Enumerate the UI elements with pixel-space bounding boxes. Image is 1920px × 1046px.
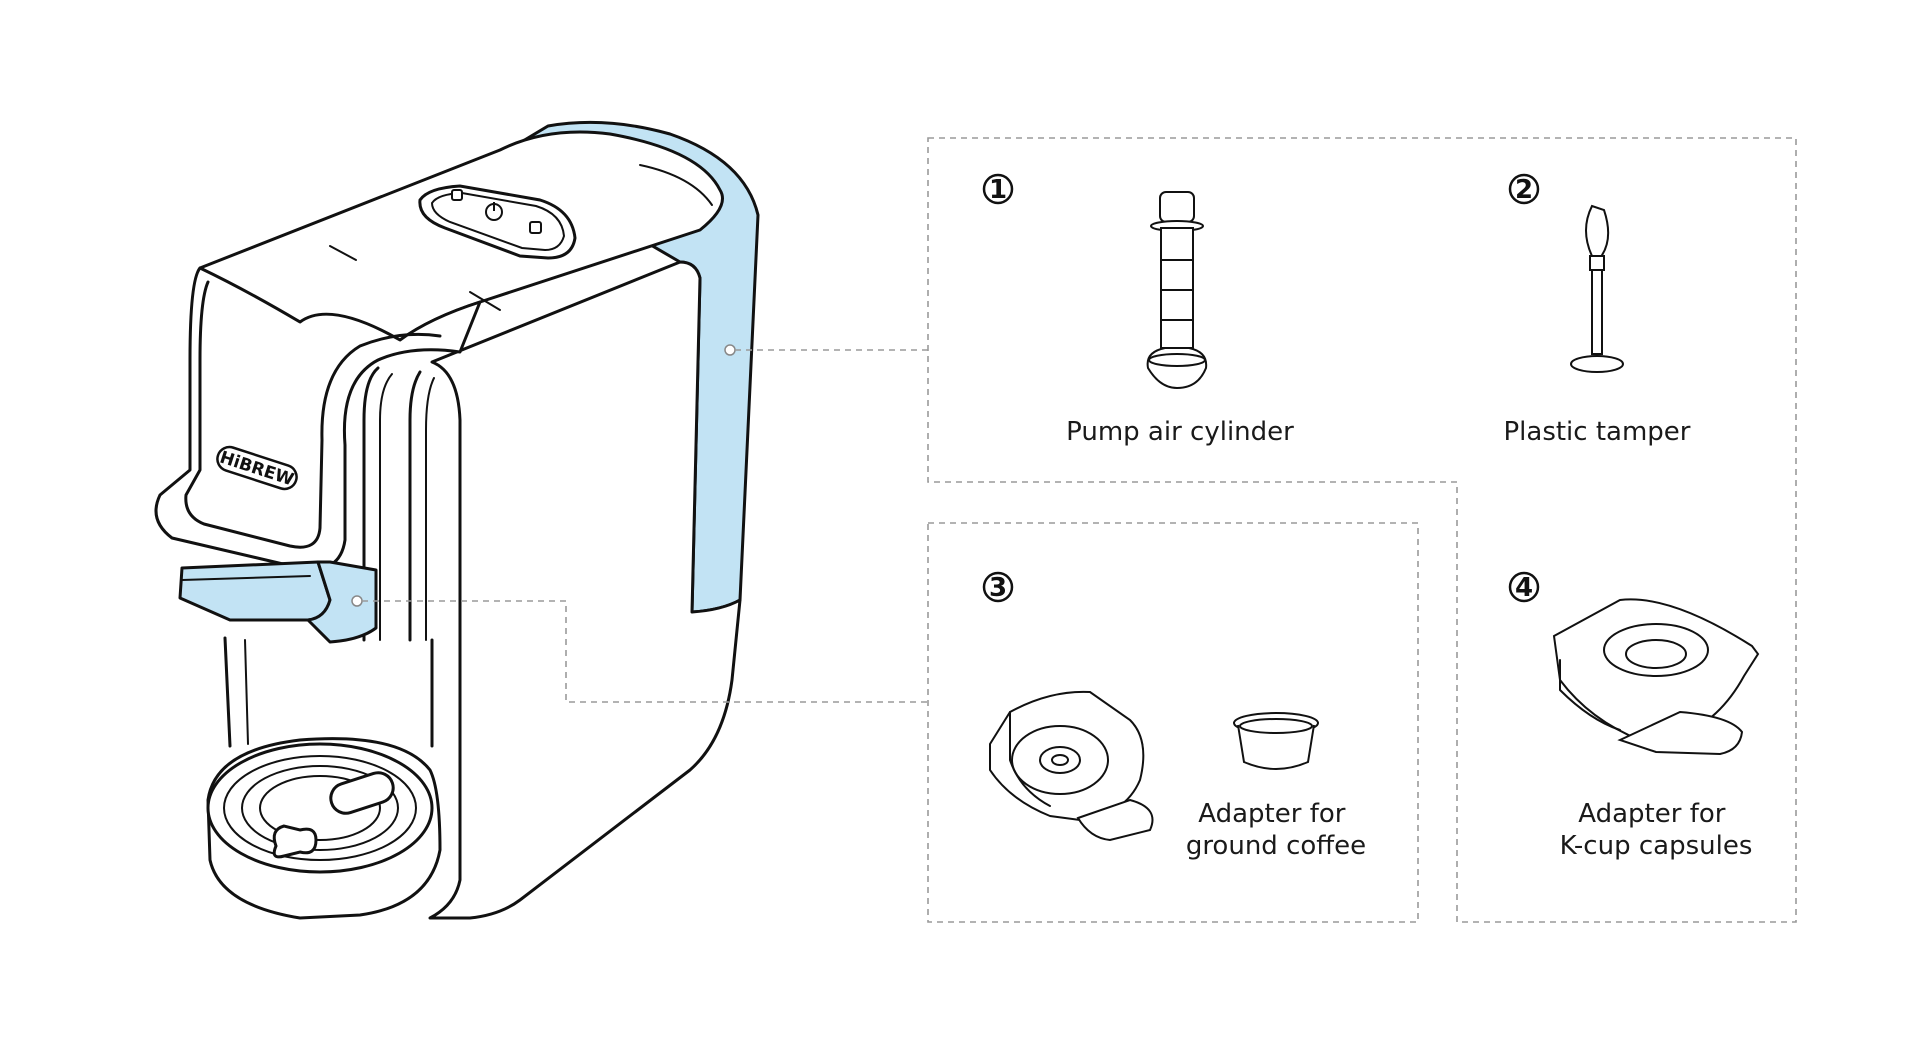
drip-tray [206, 737, 442, 920]
pump-air-cylinder-label: Pump air cylinder [1066, 417, 1294, 447]
panel-outline-ground-coffee [927, 522, 1419, 923]
panel-outline-top [927, 137, 1797, 923]
coffee-machine-illustration: HiBREW [154, 120, 760, 920]
accessory-plastic-tamper: 2 Plastic tamper [1503, 173, 1691, 447]
plastic-tamper-label: Plastic tamper [1503, 417, 1690, 447]
k-cup-adapter-label: Adapter for K-cup capsules [1560, 799, 1753, 861]
power-button-icon[interactable] [485, 202, 503, 221]
callout-lines [362, 349, 928, 703]
k-cup-adapter-icon [1552, 598, 1760, 756]
svg-text:3: 3 [989, 573, 1007, 603]
filter-cup-icon [1233, 712, 1319, 770]
control-panel [418, 184, 577, 260]
accessory-pump-air-cylinder: 1 Pump air cylinder [982, 173, 1294, 447]
capsule-icon[interactable] [451, 189, 463, 201]
svg-text:2: 2 [1515, 175, 1533, 205]
machine-body [428, 260, 742, 920]
plastic-tamper-icon [1570, 204, 1624, 373]
number-badge-3: 3 [982, 571, 1014, 603]
cup-icon[interactable] [529, 221, 542, 234]
ground-coffee-adapter-label: Adapter for ground coffee [1186, 799, 1366, 861]
ground-coffee-adapter-icon [989, 690, 1154, 842]
pump-air-cylinder-icon [1146, 191, 1208, 390]
number-badge-2: 2 [1508, 173, 1540, 205]
svg-text:1: 1 [989, 175, 1007, 205]
adapter-holder-callout-dot [351, 595, 363, 607]
number-badge-4: 4 [1508, 571, 1540, 603]
brew-head [154, 266, 482, 571]
svg-text:4: 4 [1515, 573, 1533, 603]
water-tank-callout-dot [724, 344, 736, 356]
number-badge-1: 1 [982, 173, 1014, 205]
accessory-panels [927, 137, 1797, 923]
accessory-adapter-k-cup: 4 Adapter for K-cup capsules [1508, 571, 1760, 861]
adapter-holder-highlight [178, 560, 332, 622]
accessory-adapter-ground-coffee: 3 Adapter for ground coffee [982, 571, 1366, 861]
